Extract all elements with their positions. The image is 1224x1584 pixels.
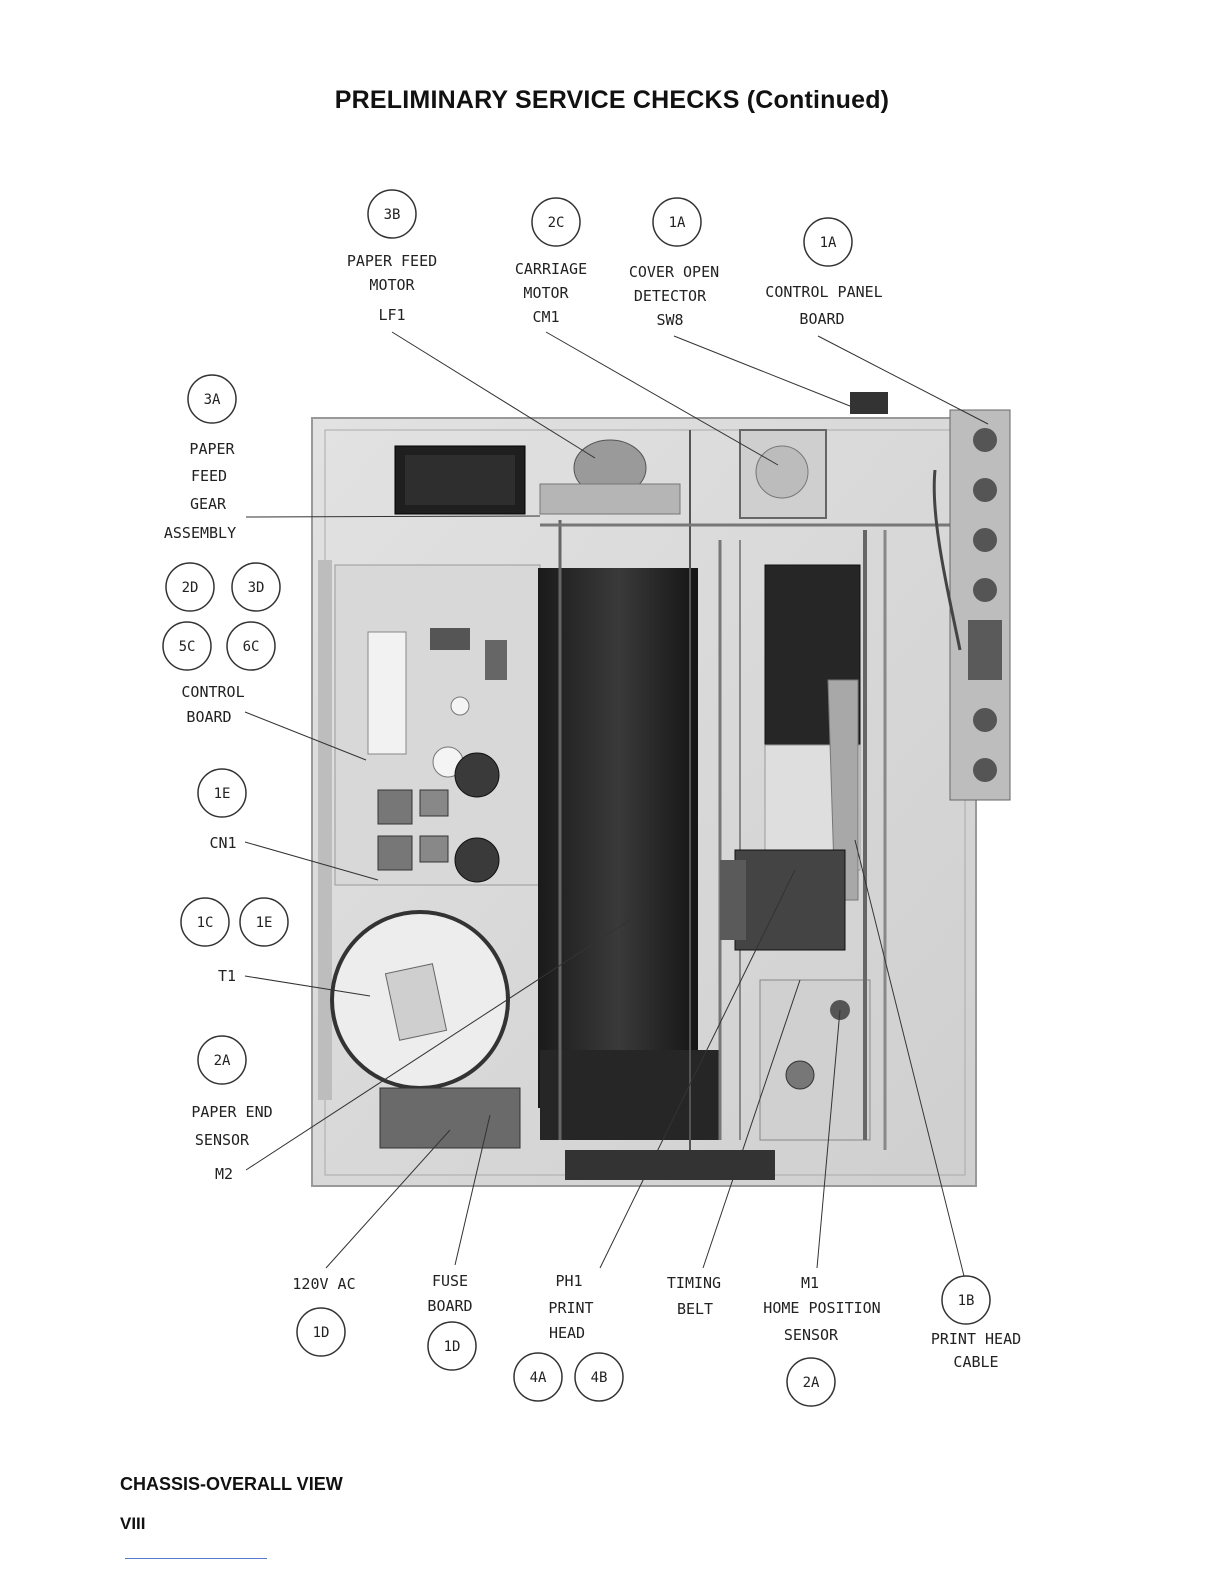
component-labels: PAPER FEED MOTOR LF1 CARRIAGE MOTOR CM1 … [164, 252, 1021, 1371]
label-t1: T1 [218, 967, 236, 985]
callout-1e-cn1 [197, 768, 247, 818]
label-cn1: CN1 [209, 834, 236, 852]
callout-texts: 3B 2C 1A 1A 3A 2D 3D 5C 6C 1E 1C 1E 2A 1… [179, 207, 975, 1391]
label-paper-end-2: SENSOR [195, 1131, 250, 1149]
callout-2a-home [786, 1357, 836, 1407]
label-control-panel-2: BOARD [799, 310, 844, 328]
callout-4a [513, 1352, 563, 1402]
label-fuse-board-1: FUSE [432, 1272, 468, 1290]
callout-2a-pe [197, 1035, 247, 1085]
callout-5c-text: 5C [179, 639, 196, 655]
callout-1a-panel [803, 217, 853, 267]
callout-3b-text: 3B [384, 207, 401, 223]
callout-2c-text: 2C [548, 215, 565, 231]
label-timing-belt-2: BELT [677, 1300, 713, 1318]
callout-1d-ac [296, 1307, 346, 1357]
callout-2c [531, 197, 581, 247]
label-control-board-1: CONTROL [181, 683, 244, 701]
callout-6c [226, 621, 276, 671]
leader-lines [244, 331, 989, 1281]
label-paper-feed-motor-3: LF1 [378, 306, 405, 324]
label-paper-feed-motor-1: PAPER FEED [347, 252, 437, 270]
label-print-head-3: HEAD [549, 1324, 585, 1342]
label-cover-open-1: COVER OPEN [629, 263, 719, 281]
callout-1e-t1 [239, 897, 289, 947]
callout-1c-text: 1C [197, 915, 214, 931]
label-carriage-motor-2: MOTOR [523, 284, 569, 302]
callout-1a-cover [652, 197, 702, 247]
callout-2a-home-text: 2A [803, 1375, 820, 1391]
label-print-head-cable-1: PRINT HEAD [931, 1330, 1021, 1348]
callout-3d [231, 562, 281, 612]
callout-6c-text: 6C [243, 639, 260, 655]
callout-4a-text: 4A [530, 1370, 547, 1386]
label-home-position-2: HOME POSITION [763, 1299, 880, 1317]
footer-rule [125, 1558, 267, 1559]
label-paper-feed-motor-2: MOTOR [369, 276, 415, 294]
callout-1b [941, 1275, 991, 1325]
callout-1d-fuse-text: 1D [444, 1339, 461, 1355]
callout-3a [187, 374, 237, 424]
label-cover-open-3: SW8 [656, 311, 683, 329]
label-paper-end-3: M2 [215, 1165, 233, 1183]
label-paper-end-1: PAPER END [191, 1103, 272, 1121]
callout-1e-cn1-text: 1E [214, 786, 231, 802]
callout-4b [574, 1352, 624, 1402]
label-home-position-1: M1 [801, 1274, 819, 1292]
page-title: PRELIMINARY SERVICE CHECKS (Continued) [334, 86, 890, 114]
chassis-photo [311, 392, 1011, 1187]
callout-4b-text: 4B [591, 1370, 608, 1386]
label-print-head-1: PH1 [555, 1272, 582, 1290]
callout-1d-ac-text: 1D [313, 1325, 330, 1341]
callout-3d-text: 3D [248, 580, 265, 596]
callout-circles [162, 189, 991, 1407]
label-home-position-3: SENSOR [784, 1326, 839, 1344]
label-print-head-2: PRINT [548, 1299, 593, 1317]
label-120v-ac: 120V AC [292, 1275, 355, 1293]
label-timing-belt-1: TIMING [667, 1274, 721, 1292]
label-print-head-cable-2: CABLE [953, 1353, 998, 1371]
callout-2d [165, 562, 215, 612]
callout-1b-text: 1B [958, 1293, 975, 1309]
label-control-board-2: BOARD [186, 708, 231, 726]
label-control-panel-1: CONTROL PANEL [765, 283, 882, 301]
label-carriage-motor-3: CM1 [532, 308, 559, 326]
label-cover-open-2: DETECTOR [634, 287, 707, 305]
callout-1d-fuse [427, 1321, 477, 1371]
callout-2a-pe-text: 2A [214, 1053, 231, 1069]
callout-5c [162, 621, 212, 671]
label-paper-feed-gear-4: ASSEMBLY [164, 524, 236, 542]
label-paper-feed-gear-2: FEED [191, 467, 227, 485]
callout-1a-cover-text: 1A [669, 215, 686, 231]
figure-caption: CHASSIS-OVERALL VIEW [120, 1474, 343, 1494]
callout-1c [180, 897, 230, 947]
label-carriage-motor-1: CARRIAGE [515, 260, 587, 278]
callout-3b [367, 189, 417, 239]
callout-3a-text: 3A [204, 392, 221, 408]
label-paper-feed-gear-1: PAPER [189, 440, 235, 458]
callout-1a-panel-text: 1A [820, 235, 837, 251]
label-paper-feed-gear-3: GEAR [190, 495, 227, 513]
label-fuse-board-2: BOARD [427, 1297, 472, 1315]
callout-1e-t1-text: 1E [256, 915, 273, 931]
page-number: VIII [120, 1514, 146, 1533]
callout-2d-text: 2D [182, 580, 199, 596]
